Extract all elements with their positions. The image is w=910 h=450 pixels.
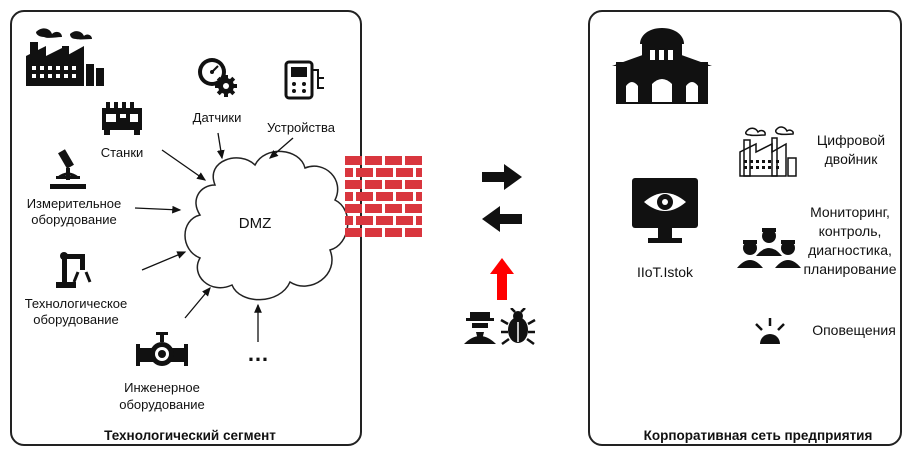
cnc-machine-icon [102,102,142,135]
measuring-label-2: оборудование [31,212,117,227]
corporate-network-title: Корпоративная сеть предприятия [643,428,873,443]
digital-twin-label-1: Цифровой [816,132,886,148]
arrow-devices [269,137,294,159]
microscope-icon [50,149,86,189]
more-sources-ellipsis: … [247,341,269,366]
machines-label: Станки [100,145,144,160]
platform-label: IIoT.Istok [636,264,694,280]
robot-arm-icon [56,252,92,288]
device-meter-icon [284,60,324,100]
alarm-icon [755,318,785,344]
team-icon [737,228,801,268]
engineering-label-1: Инженерное [124,380,200,395]
bug-icon [500,308,536,346]
process-label-2: оборудование [33,312,119,327]
monitoring-label-1: Мониторинг, [810,204,890,220]
measuring-label-1: Измерительное [26,196,122,211]
arrow-right-icon [482,164,522,190]
dmz-label: DMZ [238,215,272,232]
arrow-left-icon [482,206,522,232]
arrow-engineering [184,287,211,319]
sensor-gauge-icon [198,58,237,97]
valve-icon [136,332,188,366]
hacker-icon [464,312,496,344]
monitoring-label-3: диагностика, [808,242,892,258]
corporate-building-icon [612,28,712,104]
monitor-eye-icon [632,178,698,243]
digital-twin-factory-icon [739,126,797,177]
digital-twin-label-2: двойник [824,151,878,167]
monitoring-label-2: контроль, [818,223,882,239]
process-label-1: Технологическое [24,296,128,311]
devices-label: Устройства [266,120,335,135]
firewall-icon [345,156,422,237]
arrow-machines [161,149,207,181]
sensors-label: Датчики [192,110,242,125]
monitoring-label-4: планирование [803,261,897,277]
technological-segment-title: Технологический сегмент [104,428,276,443]
alerts-label: Оповещения [812,322,896,338]
attack-arrow-icon [490,258,514,300]
engineering-label-2: оборудование [119,397,205,412]
factory-icon [26,28,104,86]
arrow-process [141,251,187,271]
arrow-measuring [134,205,182,214]
arrow-sensors [216,132,225,160]
